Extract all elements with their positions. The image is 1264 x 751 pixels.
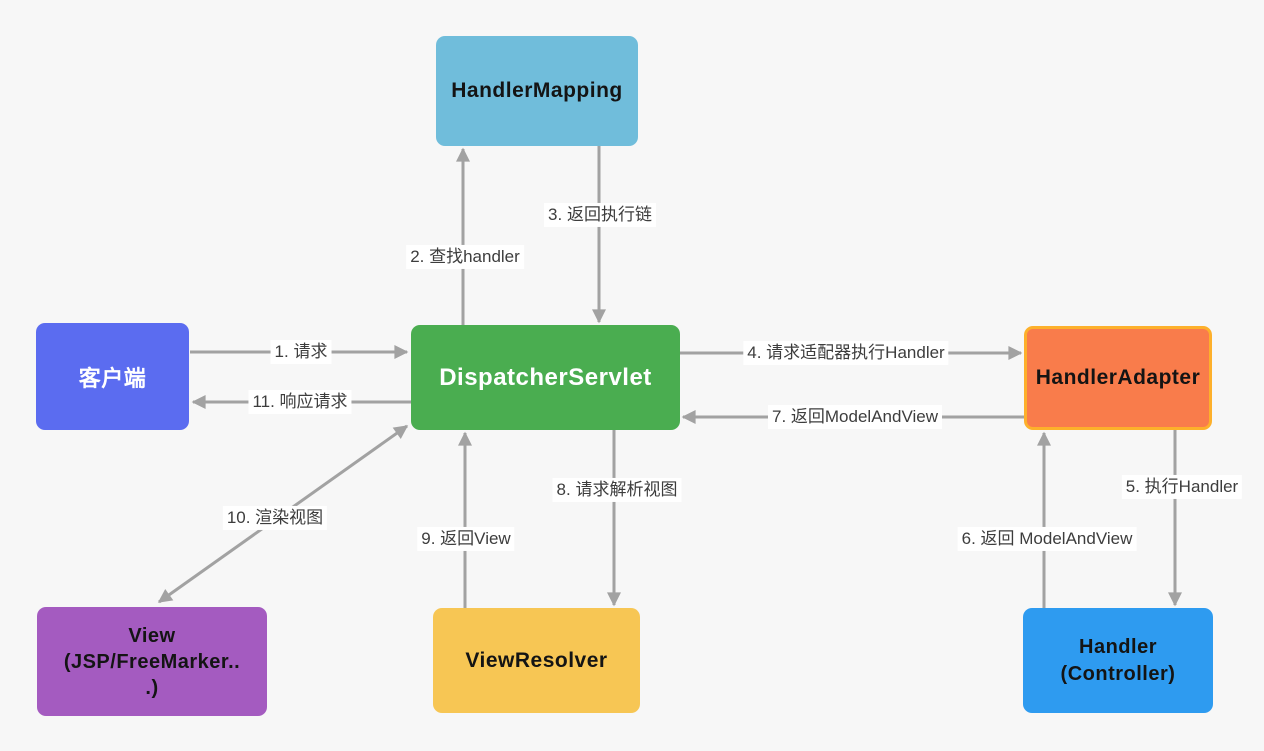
edge-label-5-execute-handler: 5. 执行Handler <box>1121 474 1243 500</box>
edge-label-1-request: 1. 请求 <box>270 339 332 365</box>
node-dispatcher-servlet: DispatcherServlet <box>411 325 680 430</box>
node-handler-controller: Handler (Controller) <box>1023 608 1213 713</box>
edge-label-10-render-view: 10. 渲染视图 <box>222 505 328 531</box>
node-handler-adapter: HandlerAdapter <box>1024 326 1212 430</box>
node-view-label-line3: .) <box>145 676 159 699</box>
edge-label-9-return-view: 9. 返回View <box>417 526 515 552</box>
node-view-resolver-label: ViewResolver <box>465 648 608 672</box>
edge-label-4-ask-adapter: 4. 请求适配器执行Handler <box>743 340 949 366</box>
node-client-label: 客户端 <box>78 365 147 391</box>
node-handler-mapping-label: HandlerMapping <box>451 79 623 102</box>
node-handler-controller-label-line2: (Controller) <box>1060 662 1176 685</box>
node-handler-mapping: HandlerMapping <box>436 36 638 146</box>
node-dispatcher-servlet-label: DispatcherServlet <box>439 363 652 391</box>
node-client: 客户端 <box>36 323 189 430</box>
node-handler-controller-label-line1: Handler <box>1079 635 1157 658</box>
edge-label-6-return-modelandview: 6. 返回 ModelAndView <box>957 526 1137 552</box>
node-handler-adapter-label: HandlerAdapter <box>1035 366 1201 389</box>
node-view-label-line1: View <box>128 624 176 647</box>
node-view-resolver: ViewResolver <box>433 608 640 713</box>
node-view: View (JSP/FreeMarker.. .) <box>37 607 267 716</box>
edge-label-2-find-handler: 2. 查找handler <box>406 244 524 270</box>
node-view-label-line2: (JSP/FreeMarker.. <box>63 650 241 673</box>
edge-label-7-return-modelandview: 7. 返回ModelAndView <box>768 404 942 430</box>
edge-label-11-response: 11. 响应请求 <box>248 389 352 415</box>
edge-label-3-return-chain: 3. 返回执行链 <box>544 202 656 228</box>
edge-label-8-resolve-view: 8. 请求解析视图 <box>552 477 682 503</box>
